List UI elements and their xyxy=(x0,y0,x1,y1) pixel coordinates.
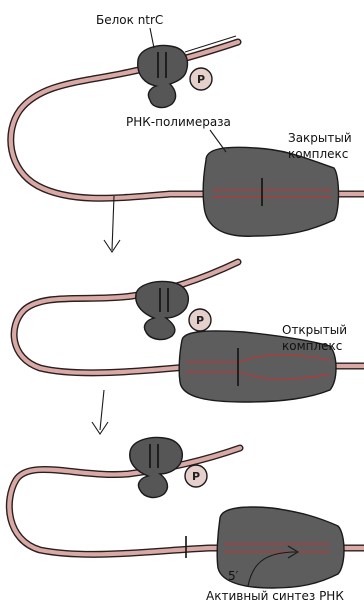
down-arrow-1 xyxy=(104,196,120,252)
panel-open-complex: P Открытый комплекс xyxy=(14,262,364,402)
rna-polymerase-label: РНК-полимераза xyxy=(126,115,231,129)
closed-complex-label-2: комплекс xyxy=(288,147,348,161)
phosphate-label-3: P xyxy=(192,470,200,483)
ntrc-protein-2: P xyxy=(136,282,211,340)
closed-complex-label-1: Закрытый xyxy=(288,131,352,145)
open-complex-label-1: Открытый xyxy=(282,323,347,337)
phosphate-label-1: P xyxy=(197,73,205,86)
active-synthesis-label: Активный синтез РНК xyxy=(206,589,344,603)
five-prime-label: 5′ xyxy=(228,569,239,583)
phosphate-label-2: P xyxy=(196,314,204,327)
ntrc-protein-label: Белок ntrC xyxy=(96,13,163,27)
open-complex-label-2: комплекс xyxy=(282,339,342,353)
panel-closed-complex: P Белок ntrC РНК-полимераза Закрытый ком… xyxy=(11,13,364,236)
panel-active-synthesis: P 5′ Активный синтез РНК xyxy=(9,438,364,603)
down-arrow-2 xyxy=(92,390,108,434)
ntrc-protein-3: P xyxy=(130,438,207,498)
